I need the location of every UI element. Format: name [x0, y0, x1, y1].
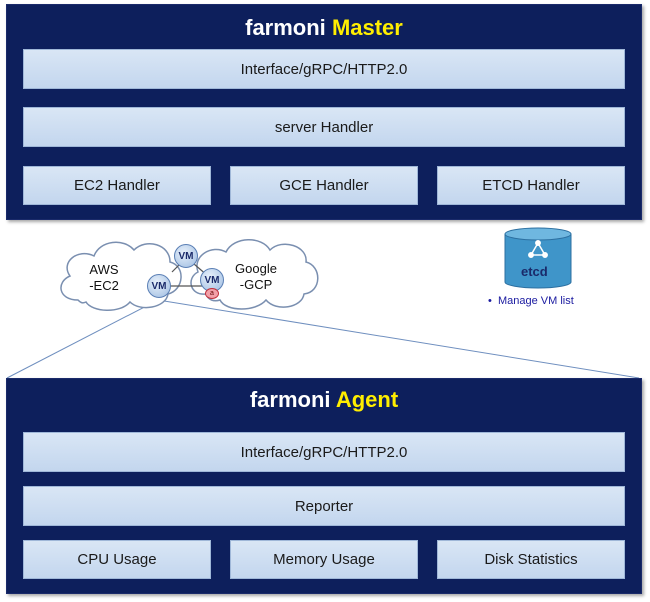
agent-title-main: farmoni — [249, 387, 331, 412]
master-handler-box: server Handler — [23, 107, 625, 147]
aws-cloud-label: AWS -EC2 — [84, 262, 124, 294]
aws-label-line2: -EC2 — [89, 278, 119, 293]
master-title-main: farmoni — [245, 15, 326, 40]
aws-label-line1: AWS — [89, 262, 119, 277]
reporter-box: Reporter — [23, 486, 625, 526]
aws-vm-node: VM — [147, 274, 171, 298]
master-interface-box: Interface/gRPC/HTTP2.0 — [23, 49, 625, 89]
cpu-usage-box: CPU Usage — [23, 540, 211, 579]
etcd-label: etcd — [521, 264, 548, 279]
disk-statistics-box: Disk Statistics — [437, 540, 625, 579]
agent-interface-box: Interface/gRPC/HTTP2.0 — [23, 432, 625, 472]
agent-title-accent: Agent — [335, 387, 399, 412]
master-panel: farmoni Master Interface/gRPC/HTTP2.0 se… — [6, 4, 642, 220]
etcd-logo-icon — [528, 240, 548, 258]
agent-panel: farmoni Agent Interface/gRPC/HTTP2.0 Rep… — [6, 378, 642, 594]
ec2-handler-box: EC2 Handler — [23, 166, 211, 205]
gce-handler-box: GCE Handler — [230, 166, 418, 205]
agent-badge-icon: a — [205, 288, 219, 299]
master-title: farmoni Master — [7, 15, 641, 41]
etcd-note-text: Manage VM list — [497, 295, 574, 307]
google-cloud-label: Google -GCP — [226, 261, 286, 293]
memory-usage-box: Memory Usage — [230, 540, 418, 579]
shared-vm-node: VM — [174, 244, 198, 268]
google-label-line2: -GCP — [239, 277, 273, 292]
master-title-accent: Master — [331, 15, 403, 40]
agent-title: farmoni Agent — [7, 387, 641, 413]
google-label-line1: Google — [235, 261, 277, 276]
bullet-icon: • — [488, 295, 498, 307]
etcd-database-icon — [504, 227, 572, 289]
etcd-handler-box: ETCD Handler — [437, 166, 625, 205]
etcd-note: • Manage VM list — [488, 295, 574, 307]
